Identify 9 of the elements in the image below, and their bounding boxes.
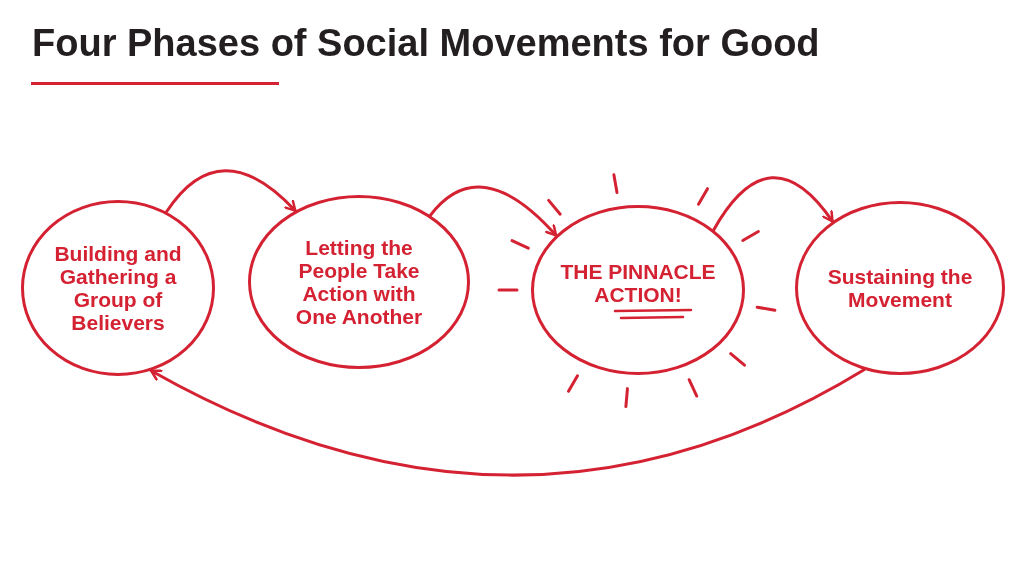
phase-label: Building and Gathering a Group of Believers bbox=[53, 241, 183, 335]
title: Four Phases of Social Movements for Good bbox=[32, 22, 820, 65]
phase-label: Sustaining the Movement bbox=[826, 264, 974, 312]
phase-label: THE PINNACLE ACTION! bbox=[559, 259, 717, 307]
curved-arrow bbox=[712, 176, 834, 232]
curved-arrow bbox=[165, 169, 297, 214]
curved-arrow bbox=[428, 185, 558, 237]
curved-arrow bbox=[149, 368, 866, 477]
phase-label: Letting the People Take Action with One Another bbox=[294, 235, 424, 329]
